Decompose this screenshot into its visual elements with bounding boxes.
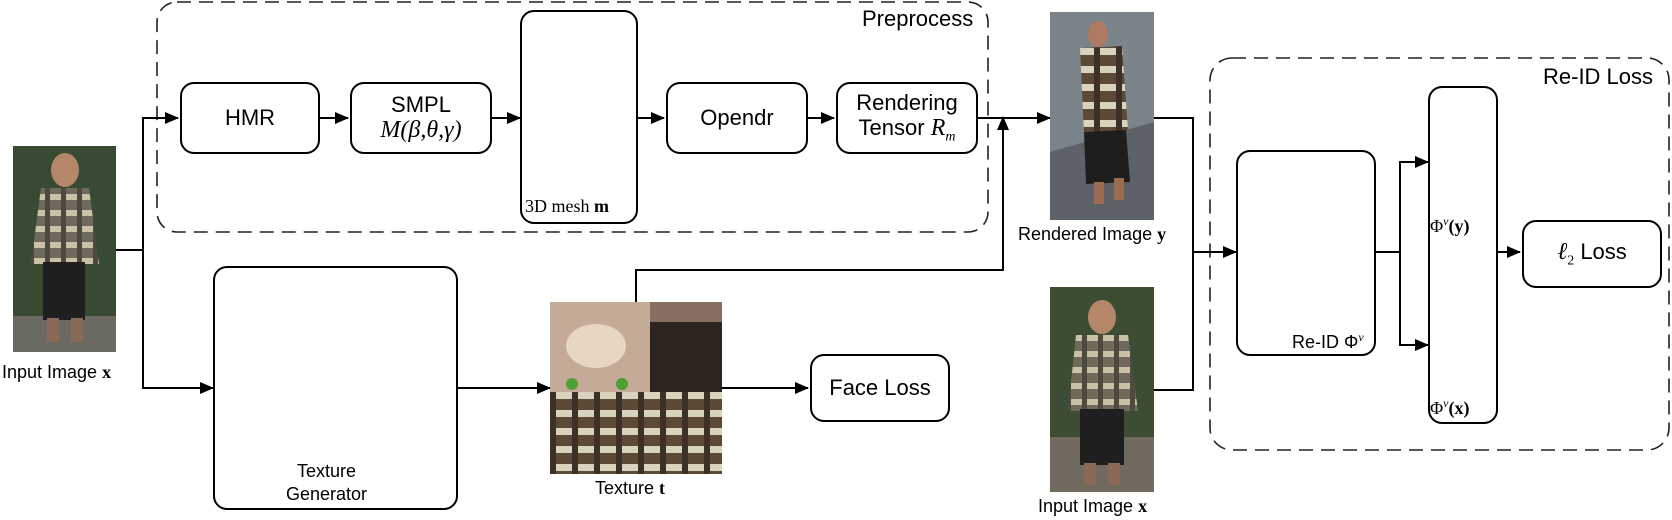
feature-x-phi: Φ: [1430, 398, 1444, 418]
input-image-right-var: x: [1138, 496, 1148, 516]
rendering-subscript: m: [945, 129, 956, 145]
rendering-tensor-box: Rendering Tensor Rm: [836, 82, 978, 154]
hmr-label: HMR: [224, 105, 276, 131]
input-image-right-text: Input Image: [1038, 496, 1134, 516]
smpl-box: SMPL M(β,θ,γ): [350, 82, 492, 154]
smpl-formula: M(β,θ,γ): [380, 116, 462, 143]
input-image-right-caption: Input Image x: [1038, 496, 1147, 517]
texture-image: [550, 302, 722, 474]
texture-caption-text: Texture: [595, 478, 655, 498]
face-loss-label: Face Loss: [829, 375, 931, 401]
rendered-person-icon: [1050, 12, 1154, 220]
texture-caption: Texture t: [595, 478, 665, 499]
texture-map-icon: [550, 302, 722, 474]
face-loss-box: Face Loss: [810, 354, 950, 422]
mesh-panel: [520, 10, 638, 224]
input-image-left-text: Input Image: [2, 362, 98, 382]
rendering-tensor-word: Tensor: [858, 115, 925, 141]
feature-x-arg: (x): [1448, 398, 1470, 418]
mesh-caption-text: 3D mesh: [525, 196, 590, 216]
feature-y-sup: v: [1443, 214, 1449, 228]
input-image-left-var: x: [102, 362, 112, 382]
person-photo-icon: [13, 146, 116, 352]
texture-caption-var: t: [659, 478, 666, 498]
mesh-caption-var: m: [594, 196, 609, 216]
person-photo-icon-right: [1050, 287, 1154, 492]
l2-symbol: ℓ: [1557, 238, 1568, 265]
feature-y-caption: Φv(y): [1430, 214, 1470, 237]
opendr-label: Opendr: [700, 105, 774, 131]
texture-generator-line2: Generator: [286, 484, 368, 505]
mesh-caption: 3D mesh m: [525, 196, 609, 217]
feature-y-arg: (y): [1448, 216, 1470, 236]
reid-network-sup: v: [1358, 330, 1364, 344]
reid-network-panel: [1236, 150, 1376, 356]
preprocess-title: Preprocess: [862, 6, 974, 31]
texture-generator-panel: [213, 266, 458, 510]
rendered-image: [1050, 12, 1154, 220]
l2-loss-box: ℓ2 Loss: [1522, 220, 1662, 288]
features-panel: [1428, 86, 1498, 424]
texture-generator-line1: Texture: [297, 461, 357, 481]
rendered-image-caption: Rendered Image y: [1018, 224, 1166, 245]
opendr-box: Opendr: [666, 82, 808, 154]
input-image-right: [1050, 287, 1154, 492]
reid-network-text: Re-ID Φ: [1292, 332, 1359, 352]
smpl-title: SMPL: [391, 91, 451, 117]
rendering-symbol: R: [930, 115, 946, 142]
input-image-left: [13, 146, 116, 352]
rendering-line2: Tensor Rm: [859, 115, 956, 145]
feature-x-caption: Φv(x): [1430, 396, 1470, 419]
hmr-box: HMR: [180, 82, 320, 154]
l2-text: Loss: [1580, 238, 1627, 264]
reid-loss-title: Re-ID Loss: [1543, 64, 1654, 89]
feature-y-phi: Φ: [1430, 216, 1444, 236]
rendering-line1: Rendering: [856, 90, 958, 116]
input-image-left-caption: Input Image x: [2, 362, 111, 383]
rendered-image-var: y: [1157, 224, 1167, 244]
reid-network-caption: Re-ID Φv: [1292, 330, 1364, 353]
l2-subscript: 2: [1567, 253, 1575, 269]
feature-x-sup: v: [1443, 396, 1449, 410]
rendered-image-text: Rendered Image: [1018, 224, 1153, 244]
connectors: [116, 112, 1521, 394]
l2-loss-label: ℓ2 Loss: [1557, 239, 1627, 269]
texture-generator-caption: Texture Generator: [286, 460, 367, 507]
reid-loss-region: [1209, 57, 1670, 451]
